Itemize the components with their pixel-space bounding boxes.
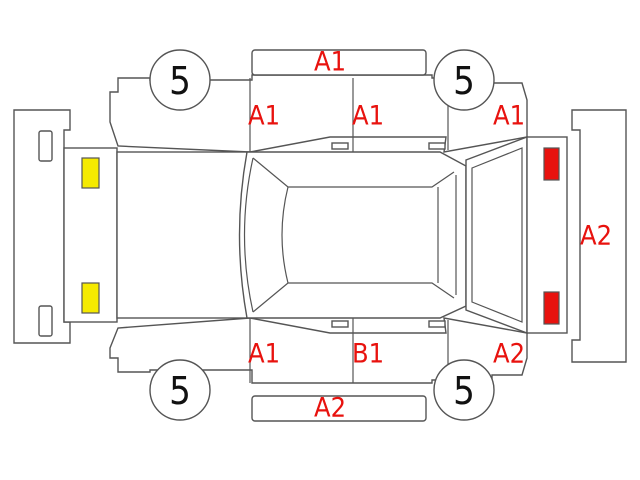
wheel-front-top bbox=[149, 49, 211, 111]
label-rear-right-quarter: A2 bbox=[492, 338, 526, 370]
front-bumper bbox=[13, 109, 71, 344]
roof-strip-top bbox=[251, 49, 427, 76]
wheel-front-bottom bbox=[149, 359, 211, 421]
label-roof-bottom: A2 bbox=[313, 392, 347, 424]
wheel-front-bottom-value: 5 bbox=[169, 369, 191, 413]
label-front-left-door: A1 bbox=[351, 100, 385, 132]
wheel-rear-bottom-value: 5 bbox=[453, 369, 475, 413]
rear-bumper bbox=[571, 109, 627, 363]
taillight-bottom bbox=[543, 291, 560, 325]
rear-hatch bbox=[465, 135, 528, 335]
label-front-left-fender: A1 bbox=[247, 100, 281, 132]
wheel-front-top-value: 5 bbox=[169, 59, 191, 103]
label-rear-right-door: B1 bbox=[351, 338, 385, 370]
body-side-bottom bbox=[109, 285, 528, 384]
label-rear-bumper: A2 bbox=[579, 220, 613, 252]
label-roof-top: A1 bbox=[313, 46, 347, 78]
wheel-rear-top-value: 5 bbox=[453, 59, 475, 103]
taillight-top bbox=[543, 147, 560, 181]
label-rear-left-quarter: A1 bbox=[492, 100, 526, 132]
cabin bbox=[238, 151, 467, 319]
roof-strip-bottom bbox=[251, 395, 427, 422]
wheel-rear-top bbox=[433, 49, 495, 111]
headlight-bottom bbox=[81, 282, 100, 314]
label-front-right-fender: A1 bbox=[247, 338, 281, 370]
headlight-top bbox=[81, 157, 100, 189]
wheel-rear-bottom bbox=[433, 359, 495, 421]
